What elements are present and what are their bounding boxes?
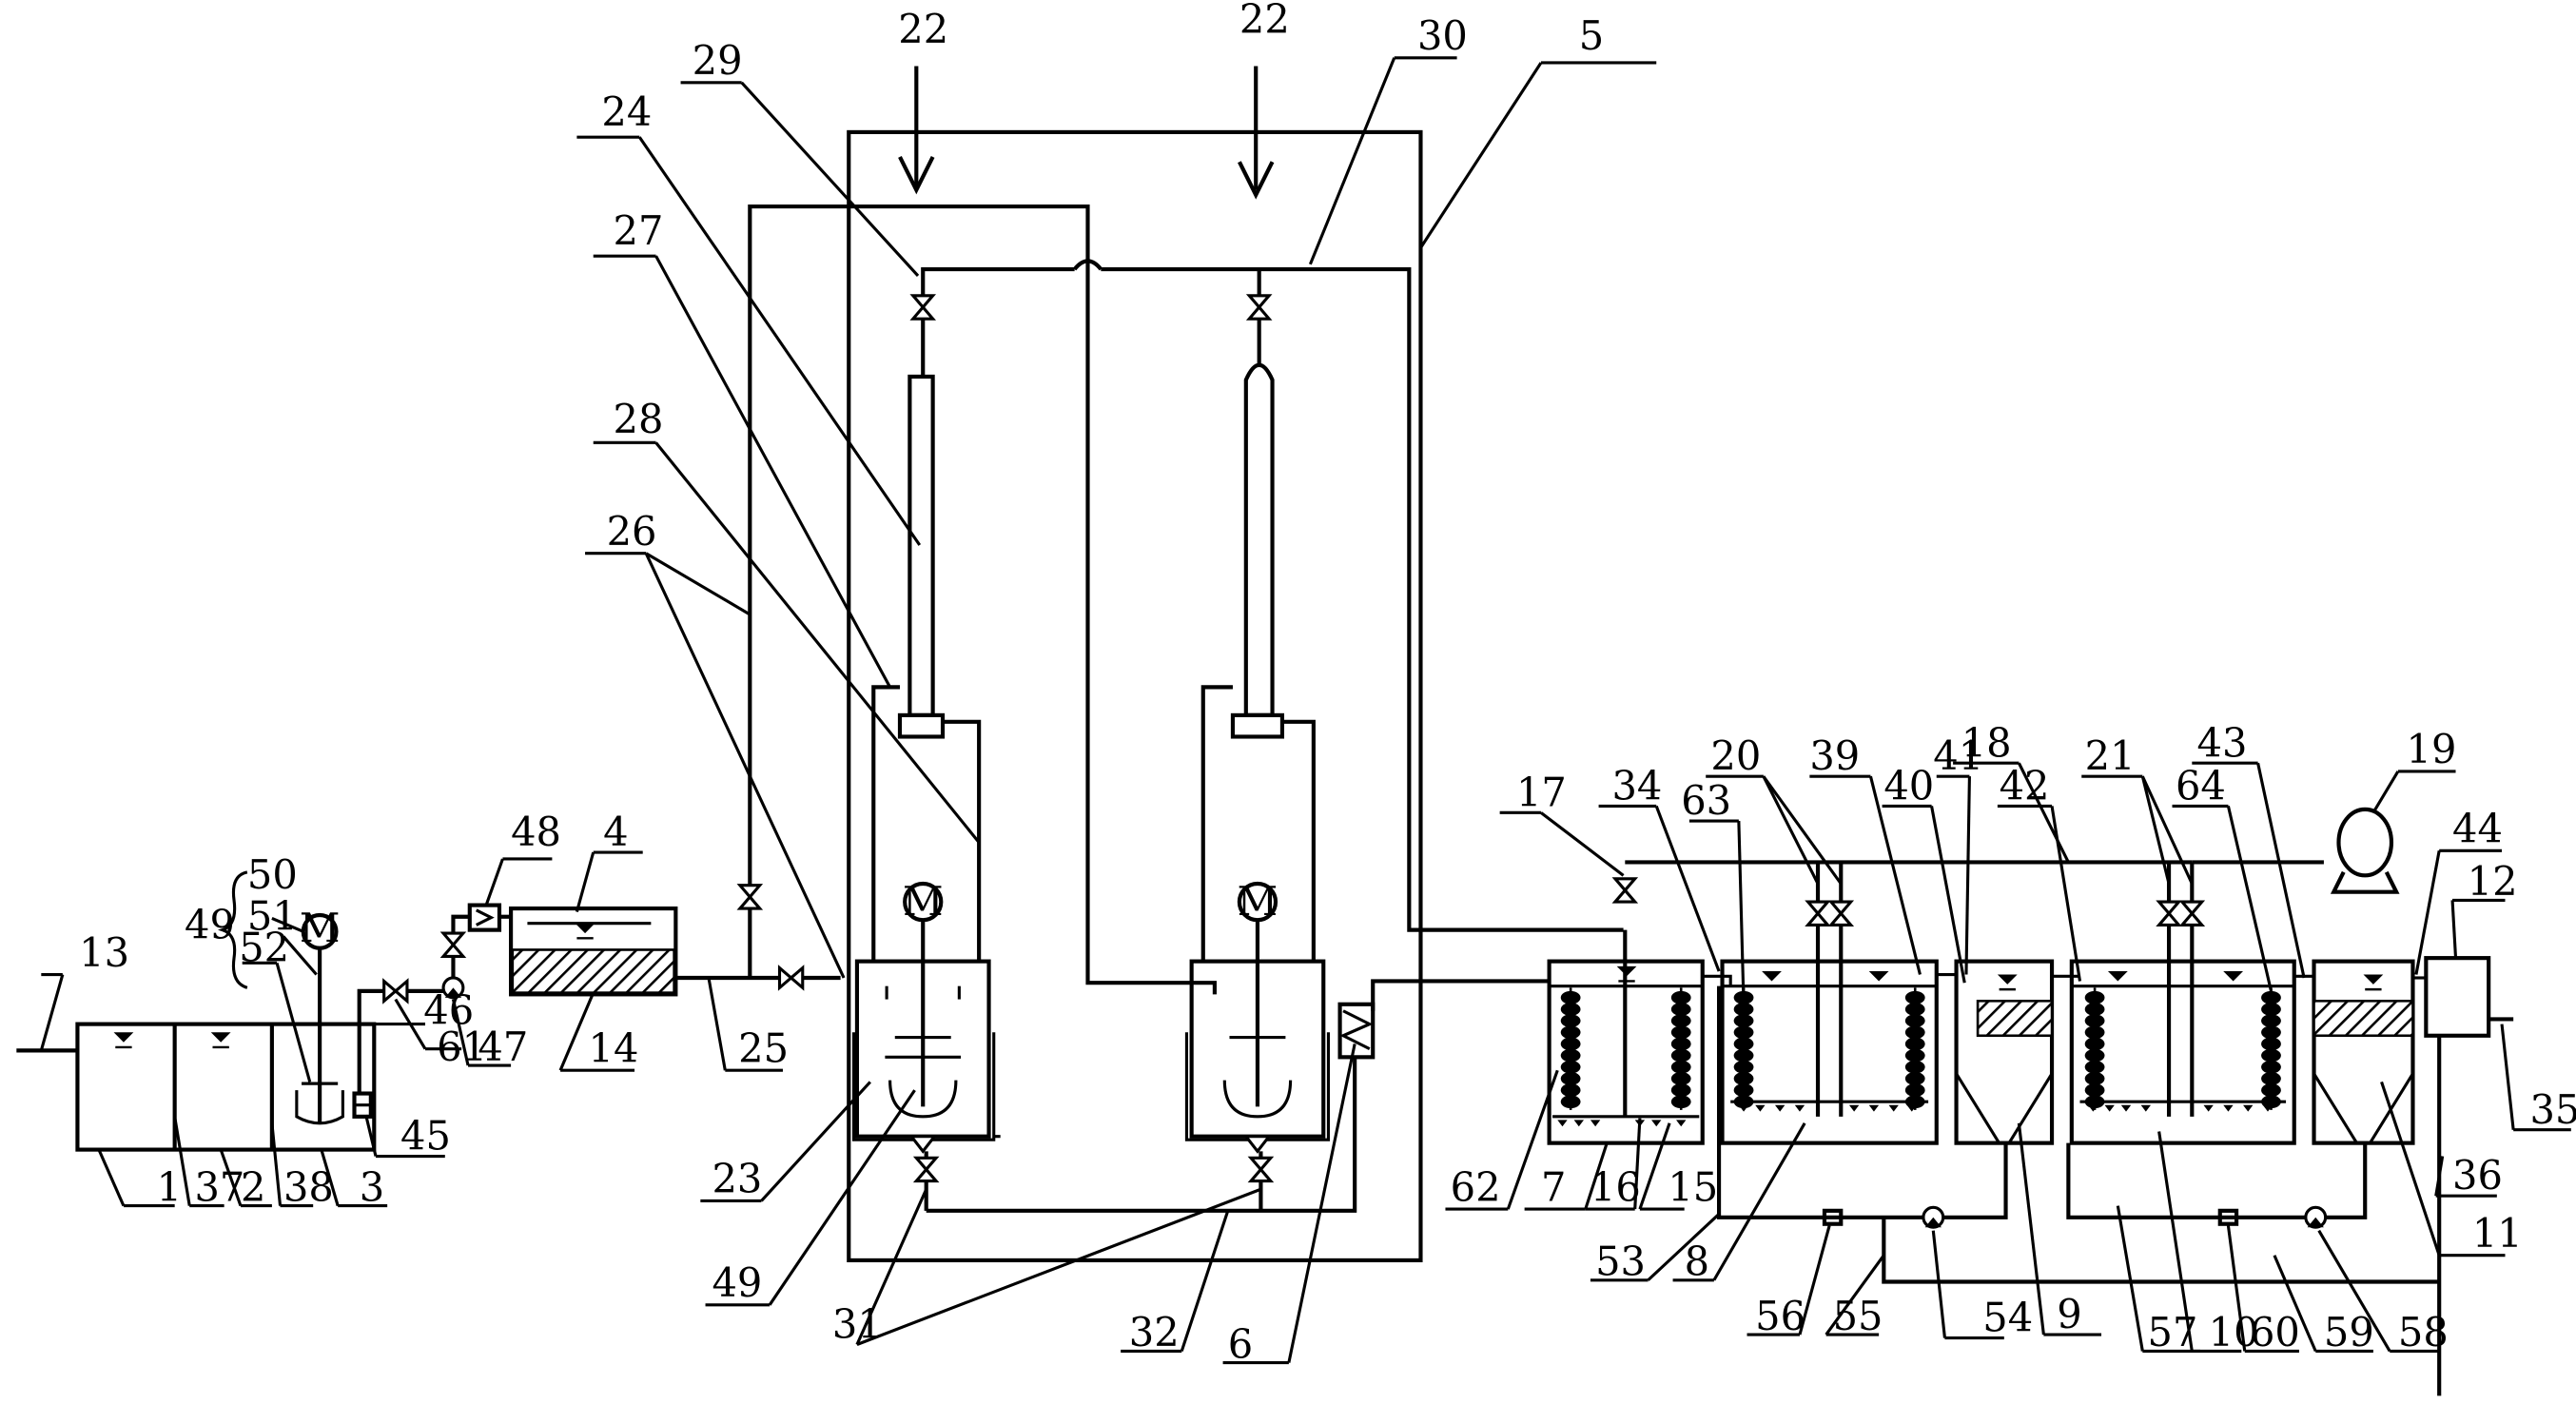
- label-27: 27: [614, 207, 664, 254]
- label-8: 8: [1685, 1238, 1709, 1285]
- label-28: 28: [614, 396, 664, 442]
- heat-exchanger-6: [1337, 979, 1550, 1060]
- label-26: 26: [607, 508, 657, 555]
- sludge-lines: [1716, 985, 2442, 1396]
- label-21: 21: [2085, 732, 2136, 779]
- tank-4: [509, 906, 678, 997]
- tank-10: [2052, 862, 2296, 1145]
- label-40: 40: [1883, 762, 1934, 809]
- label-3: 3: [360, 1163, 384, 1210]
- label-25: 25: [738, 1025, 789, 1072]
- label-60: 60: [2250, 1309, 2300, 1355]
- label-57: 57: [2148, 1309, 2198, 1355]
- column-right: [1200, 362, 1316, 964]
- label-38: 38: [283, 1163, 334, 1210]
- column-24: [871, 374, 982, 964]
- settler-11: [2293, 959, 2415, 1145]
- label-36: 36: [2452, 1152, 2503, 1199]
- label-48: 48: [511, 809, 561, 855]
- pipe-26: [748, 204, 1217, 995]
- label-20: 20: [1710, 732, 1761, 779]
- arrow-22-right: [1238, 66, 1275, 200]
- label-58: 58: [2398, 1309, 2449, 1355]
- pipe-30: [921, 266, 1075, 377]
- label-7: 7: [1541, 1163, 1566, 1210]
- label-51: 51: [247, 893, 298, 940]
- label-32: 32: [1129, 1309, 1180, 1355]
- label-44: 44: [2452, 806, 2503, 852]
- label-56: 56: [1755, 1293, 1805, 1339]
- label-53: 53: [1595, 1238, 1646, 1285]
- label-54: 54: [1982, 1295, 2033, 1341]
- label-1: 1: [157, 1163, 182, 1210]
- label-50: 50: [247, 851, 298, 898]
- label-49a: 49: [185, 901, 235, 947]
- label-9: 9: [2057, 1291, 2081, 1337]
- label-22a: 22: [898, 6, 948, 52]
- arrow-22-left: [898, 66, 935, 195]
- label-52: 52: [239, 925, 289, 971]
- label-43: 43: [2197, 719, 2248, 766]
- label-39: 39: [1809, 732, 1860, 779]
- label-5: 5: [1579, 12, 1604, 59]
- label-62: 62: [1451, 1163, 1501, 1210]
- label-49b: 49: [712, 1259, 762, 1306]
- label-12: 12: [2468, 858, 2518, 905]
- settler-9: [1936, 959, 2055, 1145]
- reactor-23: [851, 881, 1001, 1154]
- motor-50-label: M: [300, 905, 341, 951]
- label-29: 29: [693, 37, 743, 84]
- label-45: 45: [400, 1113, 451, 1160]
- label-35: 35: [2529, 1086, 2576, 1133]
- label-42: 42: [2000, 762, 2050, 809]
- label-10: 10: [2209, 1309, 2259, 1355]
- leader-lines: [39, 56, 2571, 1365]
- tank-7: [1547, 877, 1705, 1145]
- label-47: 47: [478, 1024, 528, 1070]
- reactor-right: [1184, 881, 1331, 1154]
- label-55: 55: [1833, 1293, 1883, 1339]
- label-6: 6: [1228, 1320, 1253, 1367]
- label-11: 11: [2472, 1210, 2523, 1257]
- label-18: 18: [1961, 719, 2012, 766]
- blower-19: [2330, 807, 2400, 894]
- label-23: 23: [712, 1156, 762, 1202]
- frame-5: [847, 129, 1423, 1263]
- label-59: 59: [2324, 1309, 2374, 1355]
- label-17: 17: [1516, 769, 1567, 815]
- label-30: 30: [1417, 12, 1468, 59]
- label-41: 41: [1933, 732, 1983, 779]
- label-37: 37: [194, 1163, 244, 1210]
- label-2: 2: [241, 1163, 265, 1210]
- label-13: 13: [79, 929, 129, 976]
- label-19: 19: [2407, 726, 2457, 772]
- label-63: 63: [1681, 777, 1731, 824]
- labels: 1 2 3 4 5 6 7 8 9 10 11 12 13 14 15 16 1…: [79, 0, 2576, 1367]
- tank-8: [1701, 862, 1939, 1145]
- motor-right-label: M: [1238, 878, 1278, 925]
- label-34: 34: [1611, 762, 1662, 809]
- tank-12: [2412, 956, 2514, 1038]
- motor-left-label: M: [903, 878, 944, 925]
- label-16: 16: [1590, 1163, 1641, 1210]
- label-14: 14: [589, 1025, 639, 1072]
- label-24: 24: [601, 88, 652, 135]
- label-46: 46: [423, 987, 474, 1034]
- label-15: 15: [1668, 1163, 1718, 1210]
- label-4: 4: [603, 809, 628, 855]
- pipe-32: [926, 1057, 1357, 1213]
- label-31: 31: [832, 1300, 883, 1347]
- label-61: 61: [437, 1024, 487, 1070]
- label-64: 64: [2176, 762, 2226, 809]
- label-22b: 22: [1239, 0, 1290, 43]
